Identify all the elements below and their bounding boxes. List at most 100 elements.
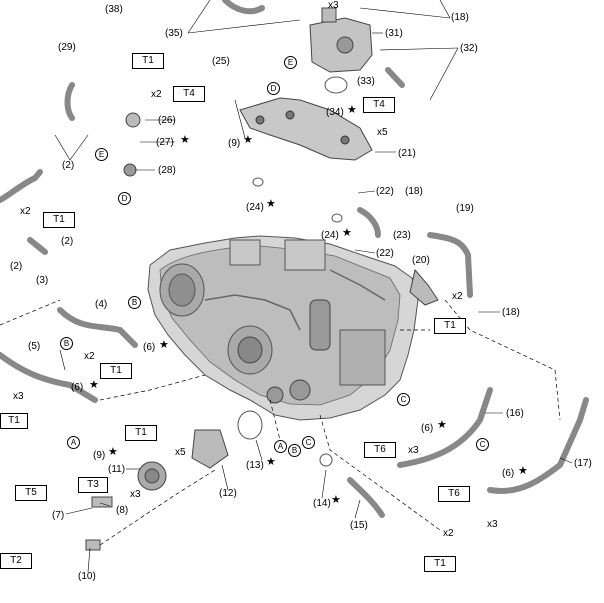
torque-box-t1-g: T1 (424, 556, 456, 572)
star-mark-9-top: ★ (243, 134, 253, 146)
callout-2-mid: (2) (61, 236, 74, 247)
leader-lines (54, 0, 573, 573)
mating-mark-b-engine: B (288, 444, 301, 457)
mating-mark-b-b: B (60, 337, 73, 350)
star-mark-13: ★ (266, 456, 276, 468)
callout-18: (18) (451, 12, 469, 23)
callout-27: (27) (156, 137, 174, 148)
assembly-lines (0, 299, 561, 546)
quantity-x2-e: x2 (443, 528, 454, 539)
star-mark-24-left: ★ (266, 198, 276, 210)
callout-7: (7) (52, 510, 65, 521)
star-mark-9-bottom: ★ (108, 446, 118, 458)
quantity-x3-d: x3 (487, 519, 498, 530)
callout-17: (17) (574, 458, 592, 469)
torque-box-t3: T3 (78, 477, 108, 493)
callout-26: (26) (158, 115, 176, 126)
torque-box-t1-c: T1 (434, 318, 466, 334)
callout-24-right: (24) (321, 230, 339, 241)
quantity-x3-c: x3 (130, 489, 141, 500)
torque-box-t2: T2 (0, 553, 32, 569)
quantity-x5-b: x5 (175, 447, 186, 458)
callout-24-left: (24) (246, 202, 264, 213)
mating-mark-d-top: D (267, 82, 280, 95)
star-mark-14: ★ (331, 494, 341, 506)
callout-16: (16) (506, 408, 524, 419)
mating-mark-e-top: E (284, 56, 297, 69)
star-mark-6-a: ★ (159, 339, 169, 351)
mating-mark-c-b: C (476, 438, 489, 451)
torque-box-t1-e: T1 (0, 413, 28, 429)
engine-block (147, 235, 419, 421)
star-mark-27: ★ (180, 134, 190, 146)
callout-5: (5) (28, 341, 41, 352)
callout-29: (29) (58, 42, 76, 53)
callout-2-left: (2) (10, 261, 23, 272)
callout-9-top: (9) (228, 138, 241, 149)
callout-28: (28) (158, 165, 176, 176)
mating-mark-d-left: D (118, 192, 131, 205)
callout-13: (13) (246, 460, 264, 471)
callout-19: (19) (456, 203, 474, 214)
quantity-x3-b: x3 (408, 445, 419, 456)
mating-mark-e-left: E (95, 148, 108, 161)
callout-22-top: (22) (376, 186, 394, 197)
torque-box-t4-b: T4 (363, 97, 395, 113)
callout-10: (10) (78, 571, 96, 582)
callout-3: (3) (36, 275, 49, 286)
star-mark-6-b: ★ (89, 379, 99, 391)
torque-box-t6-b: T6 (438, 486, 470, 502)
star-mark-6-d: ★ (518, 465, 528, 477)
torque-box-t5: T5 (15, 485, 47, 501)
coolant-pipe-21 (239, 97, 373, 161)
callout-6-a: (6) (143, 342, 156, 353)
callout-15: (15) (350, 520, 368, 531)
callout-14: (14) (313, 498, 331, 509)
callout-38: (38) (105, 4, 123, 15)
torque-box-t4-a: T4 (173, 86, 205, 102)
quantity-x2-d: x2 (84, 351, 95, 362)
mating-mark-c-engine: C (302, 436, 315, 449)
quantity-x2-c: x2 (452, 291, 463, 302)
torque-box-t1-b: T1 (43, 212, 75, 228)
callout-21: (21) (398, 148, 416, 159)
callout-2-top: (2) (62, 160, 75, 171)
callout-20: (20) (412, 255, 430, 266)
callout-12: (12) (219, 488, 237, 499)
callout-32: (32) (460, 43, 478, 54)
torque-box-t6-a: T6 (364, 442, 396, 458)
callout-6-d: (6) (502, 468, 515, 479)
quantity-x3-a: x3 (13, 391, 24, 402)
star-mark-24-right: ★ (342, 227, 352, 239)
callout-23: (23) (393, 230, 411, 241)
quantity-x2-b: x2 (20, 206, 31, 217)
small-parts (85, 76, 439, 551)
torque-box-t1-d: T1 (100, 363, 132, 379)
callout-34: (34) (326, 107, 344, 118)
mating-mark-a-left: A (67, 436, 80, 449)
callout-33: (33) (357, 76, 375, 87)
callout-35: (35) (165, 28, 183, 39)
callout-25: (25) (212, 56, 230, 67)
quantity-x3-top: x3 (328, 0, 339, 11)
quantity-x5-a: x5 (377, 127, 388, 138)
callout-11: (11) (108, 464, 126, 475)
star-mark-34: ★ (347, 104, 357, 116)
mating-mark-c-a: C (397, 393, 410, 406)
callout-8: (8) (116, 505, 129, 516)
mating-mark-b-a: B (128, 296, 141, 309)
callout-6-b: (6) (71, 382, 84, 393)
torque-box-t1-a: T1 (132, 53, 164, 69)
mating-mark-a-engine: A (274, 440, 287, 453)
hoses (0, 0, 589, 518)
torque-box-t1-f: T1 (125, 425, 157, 441)
star-mark-6-c: ★ (437, 419, 447, 431)
callout-18-right: (18) (502, 307, 520, 318)
callout-6-c: (6) (421, 423, 434, 434)
quantity-x2-a: x2 (151, 89, 162, 100)
callout-18-mid: (18) (405, 186, 423, 197)
coolant-housing (309, 7, 373, 73)
callout-9-bottom: (9) (93, 450, 106, 461)
